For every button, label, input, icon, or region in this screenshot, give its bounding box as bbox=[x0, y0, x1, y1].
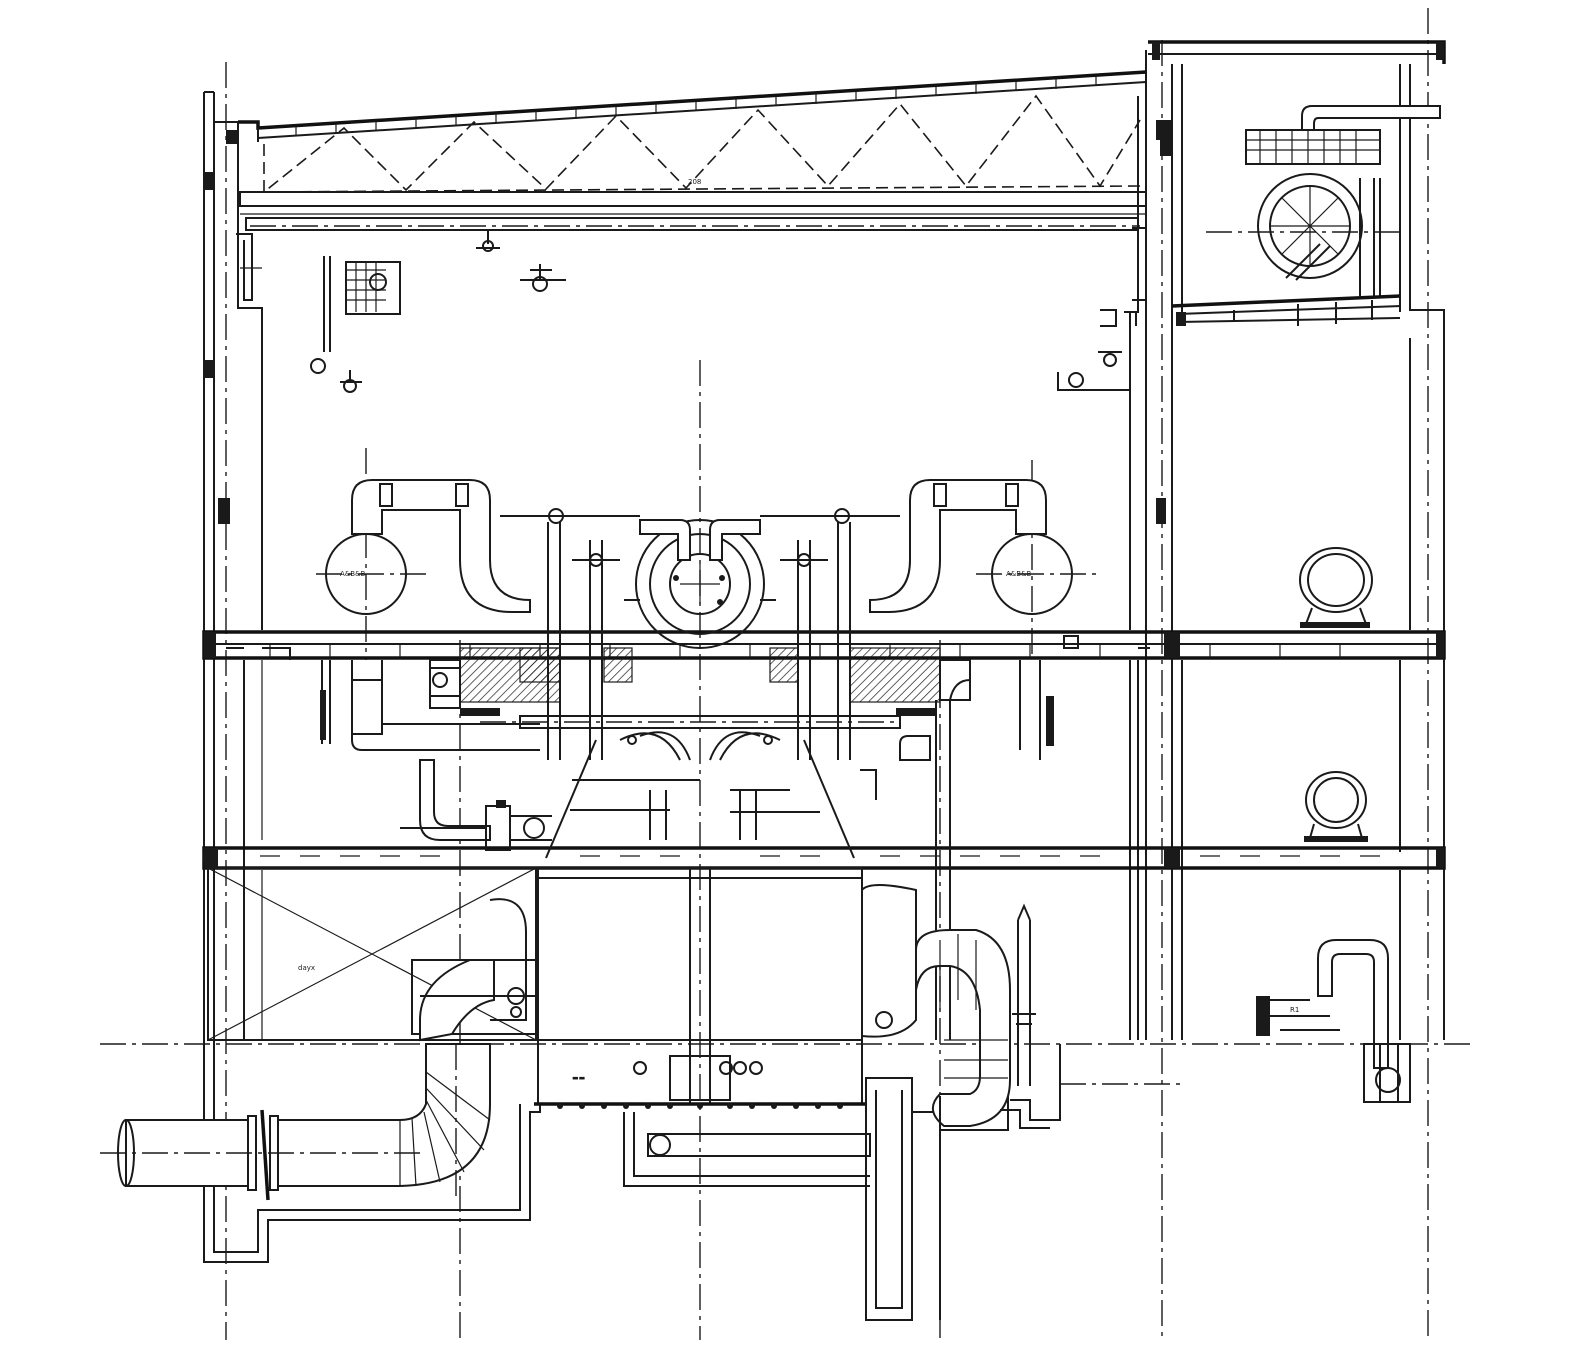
right-spiral-case bbox=[861, 884, 1180, 1131]
svg-text:dayx: dayx bbox=[298, 964, 315, 972]
inlet-pipe bbox=[100, 1043, 491, 1201]
svg-text:208: 208 bbox=[688, 178, 701, 186]
svg-text:A&B&B: A&B&B bbox=[340, 570, 366, 578]
annex-fan-unit bbox=[1171, 105, 1441, 326]
upper-piping: A&B&B A&B&B bbox=[316, 479, 1100, 760]
svg-text:R1: R1 bbox=[1290, 1006, 1299, 1014]
misc-fixtures bbox=[226, 120, 1160, 660]
middle-floor-equipment bbox=[320, 647, 1054, 1040]
building-structure bbox=[203, 40, 1446, 1263]
svg-text:A&B&B: A&B&B bbox=[1006, 570, 1032, 578]
left-hoist-platform bbox=[310, 256, 1130, 393]
crane-girder bbox=[236, 191, 1147, 301]
floor-slab-upper bbox=[202, 630, 1446, 660]
annex-tanks: R1 bbox=[1256, 547, 1411, 1103]
turbine-pit: ▬▬ bbox=[534, 867, 941, 1321]
left-service-bay: dayx bbox=[207, 867, 537, 1042]
svg-text:▬▬: ▬▬ bbox=[572, 1074, 585, 1082]
roof-truss: 208 bbox=[238, 70, 1147, 194]
floor-slab-lower bbox=[202, 846, 1446, 870]
